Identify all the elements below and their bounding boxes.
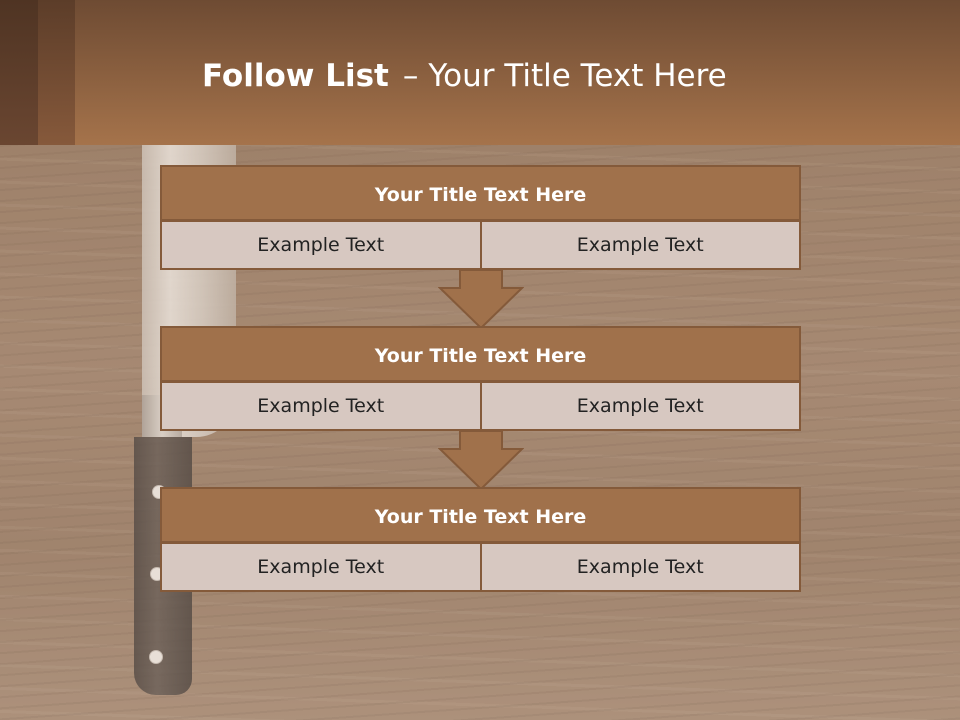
slide-title-bold: Follow List: [202, 58, 389, 94]
flow-block-cell-left: Example Text: [160, 220, 482, 270]
flow-block-2: Your Title Text Here Example Text Exampl…: [160, 326, 801, 431]
header-accent-strip-secondary: [38, 0, 75, 145]
slide-title: Follow List–Your Title Text Here: [202, 54, 727, 98]
flow-block-row: Example Text Example Text: [160, 381, 801, 431]
flow-block-cell-left: Example Text: [160, 381, 482, 431]
flow-block-cell-right: Example Text: [479, 381, 801, 431]
flow-block-title: Your Title Text Here: [160, 487, 801, 543]
flow-block-cell-right: Example Text: [479, 220, 801, 270]
header-accent-strip: [0, 0, 38, 145]
flow-block-title: Your Title Text Here: [160, 165, 801, 221]
flow-block-row: Example Text Example Text: [160, 220, 801, 270]
flow-block-title: Your Title Text Here: [160, 326, 801, 382]
slide-title-separator: –: [402, 58, 419, 94]
flow-block-cell-right: Example Text: [479, 542, 801, 592]
slide-title-rest: Your Title Text Here: [428, 58, 727, 94]
knife-rivet: [149, 650, 163, 664]
flow-block-cell-left: Example Text: [160, 542, 482, 592]
flow-block-1: Your Title Text Here Example Text Exampl…: [160, 165, 801, 270]
slide-header: Follow List–Your Title Text Here: [0, 0, 960, 145]
flow-block-row: Example Text Example Text: [160, 542, 801, 592]
down-arrow-icon: [438, 270, 524, 330]
flow-block-3: Your Title Text Here Example Text Exampl…: [160, 487, 801, 592]
down-arrow-icon: [438, 431, 524, 491]
